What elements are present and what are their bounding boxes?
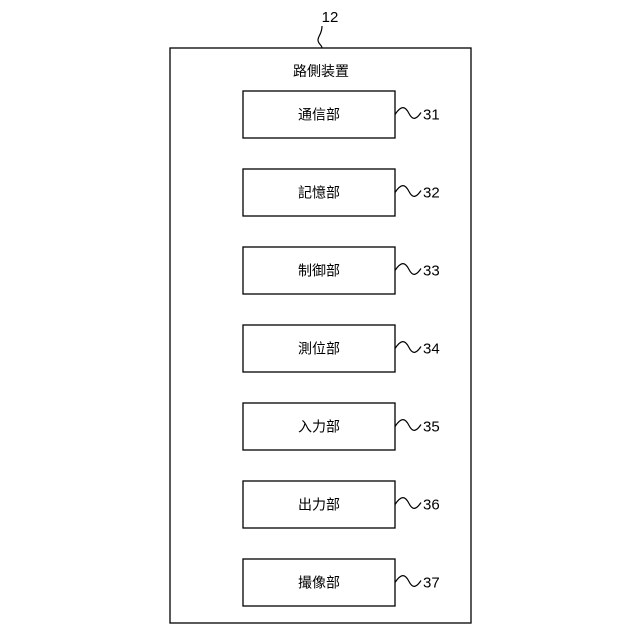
unit-ref-number: 36 bbox=[423, 497, 440, 514]
unit-label: 測位部 bbox=[298, 342, 340, 358]
unit-label: 入力部 bbox=[298, 420, 340, 436]
unit-ref-number: 31 bbox=[423, 107, 440, 124]
unit-ref-number: 34 bbox=[423, 341, 440, 358]
device-ref-number: 12 bbox=[322, 9, 339, 26]
unit-label: 出力部 bbox=[298, 498, 340, 514]
device-ref-leader bbox=[318, 26, 322, 48]
unit-label: 制御部 bbox=[298, 264, 340, 280]
unit-ref-number: 35 bbox=[423, 419, 440, 436]
unit-label: 撮像部 bbox=[298, 575, 340, 592]
device-title: 路側装置 bbox=[293, 64, 349, 80]
unit-ref-number: 32 bbox=[423, 185, 440, 202]
unit-ref-number: 37 bbox=[423, 575, 440, 592]
unit-label: 記憶部 bbox=[298, 185, 340, 202]
unit-ref-number: 33 bbox=[423, 263, 440, 280]
unit-label: 通信部 bbox=[298, 108, 340, 124]
